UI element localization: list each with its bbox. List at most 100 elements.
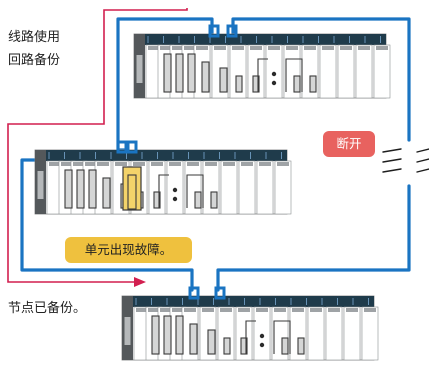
rack-module xyxy=(189,323,198,355)
rack-slot xyxy=(361,306,379,361)
rack-module xyxy=(163,315,172,355)
rack-module xyxy=(194,191,202,209)
rack-slot-connector xyxy=(340,46,352,50)
rack-indicator-dot xyxy=(271,71,277,77)
rack-slot-connector xyxy=(358,46,370,50)
rack-slot-connector xyxy=(238,308,250,312)
rack-bracket xyxy=(245,320,256,354)
rack-slot-connector xyxy=(304,46,316,50)
rack-slot-connector xyxy=(232,46,244,50)
rack-slot xyxy=(325,306,343,361)
rack-slot-connector xyxy=(286,46,298,50)
rack-module xyxy=(297,337,305,355)
rack-module xyxy=(175,315,184,355)
rack-slot-connector xyxy=(49,162,61,166)
unit-failure-badge: 单元出现故障。 xyxy=(65,237,192,263)
rack-slot-connector xyxy=(148,308,160,312)
rack-module xyxy=(309,75,317,93)
rack-module xyxy=(88,169,97,209)
rack-slot-connector xyxy=(292,308,304,312)
rack-slot-connector xyxy=(172,308,184,312)
rack-bracket xyxy=(285,58,303,92)
break-mark-right xyxy=(416,148,429,173)
rack-module xyxy=(235,75,243,93)
rack-slot xyxy=(265,44,283,99)
rack-slot-connector xyxy=(376,46,388,50)
rack-slot-connector xyxy=(73,162,85,166)
rack-module xyxy=(223,337,231,355)
rack-slot-connector xyxy=(184,308,196,312)
faulty-unit-inner xyxy=(127,174,137,210)
rack-indicator-dot xyxy=(271,80,277,86)
rack-indicator-dot xyxy=(259,333,265,339)
rack-indicator-dot xyxy=(172,187,178,193)
backup-route-arrowhead xyxy=(134,277,146,287)
rack-slot-connector xyxy=(364,308,376,312)
rack-slot-connector xyxy=(310,308,322,312)
rack-module xyxy=(187,53,196,93)
rack-slot-connector xyxy=(115,162,127,166)
plc-rack-middle xyxy=(34,140,292,215)
rack-module xyxy=(240,337,248,355)
rack-slot-connector xyxy=(205,162,217,166)
rack-slot xyxy=(247,44,265,99)
rack-slot-connector xyxy=(268,46,280,50)
rack-slot-connector xyxy=(346,308,358,312)
rack-module xyxy=(64,169,73,209)
rack-network-port xyxy=(188,286,200,300)
rack-slot-connector xyxy=(322,46,334,50)
rack-module xyxy=(293,75,301,93)
rack-slot xyxy=(235,306,253,361)
rack-slot xyxy=(148,160,166,215)
rack-module xyxy=(219,67,228,93)
rack-slot-connector xyxy=(160,46,172,50)
route-backup-note: 线路使用 回路备份 xyxy=(8,26,60,72)
rack-slot xyxy=(319,44,337,99)
rack-slot-connector xyxy=(148,46,160,50)
rack-module xyxy=(102,177,111,209)
rack-end-cap-light xyxy=(124,317,131,345)
rack-slot-connector xyxy=(169,162,181,166)
rack-module xyxy=(151,315,160,355)
rack-module xyxy=(76,169,85,209)
rack-network-port xyxy=(226,24,238,38)
rack-slot-connector xyxy=(85,162,97,166)
rack-slot xyxy=(355,44,373,99)
rack-slot xyxy=(373,44,391,99)
rack-slot xyxy=(343,306,361,361)
rack-bracket xyxy=(273,320,291,354)
rack-slot-connector xyxy=(187,162,199,166)
network-loop-right-lower xyxy=(216,184,411,292)
rack-slot-connector xyxy=(151,162,163,166)
rack-slot-connector xyxy=(277,162,289,166)
rack-module xyxy=(175,53,184,93)
rack-slot xyxy=(166,160,184,215)
rack-slot-connector xyxy=(220,308,232,312)
rack-end-cap-light xyxy=(37,171,44,199)
rack-slot-connector xyxy=(214,46,226,50)
rack-module xyxy=(252,75,260,93)
rack-module xyxy=(210,191,218,209)
rack-slot xyxy=(256,160,274,215)
rack-slot xyxy=(307,306,325,361)
rack-slot-connector xyxy=(184,46,196,50)
rack-bracket xyxy=(186,174,204,208)
rack-module xyxy=(153,191,161,209)
plc-rack-top xyxy=(133,24,391,99)
rack-header-bar xyxy=(35,150,287,161)
rack-slot-connector xyxy=(250,46,262,50)
rack-network-port xyxy=(126,140,138,154)
rack-header-bar xyxy=(122,296,374,307)
rack-slot xyxy=(337,44,355,99)
rack-slot-connector xyxy=(223,162,235,166)
rack-slot-connector xyxy=(274,308,286,312)
rack-slot-connector xyxy=(259,162,271,166)
rack-bracket xyxy=(158,174,169,208)
faulty-unit-module xyxy=(122,166,142,211)
plc-racks xyxy=(34,24,391,361)
rack-network-port xyxy=(208,24,220,38)
break-mark-left xyxy=(382,148,402,173)
rack-module xyxy=(163,53,172,93)
